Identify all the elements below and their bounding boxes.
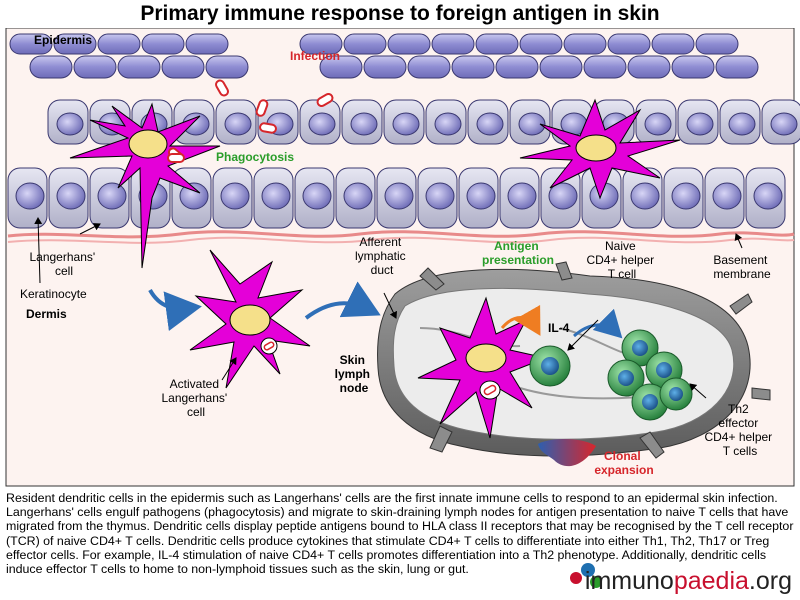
- langerhans-cell-epidermis-right: [519, 98, 681, 200]
- keratinocyte-nucleus: [425, 182, 455, 210]
- keratinocyte-nucleus: [671, 182, 701, 210]
- keratinocyte-nucleus: [476, 112, 504, 136]
- keratinocyte-nucleus: [507, 182, 537, 210]
- activated-langerhans-cell: [189, 249, 311, 389]
- keratinocyte-cell: [583, 55, 627, 79]
- keratinocyte-cell: [363, 55, 407, 79]
- th2-effector-cells: [607, 329, 693, 421]
- keratinocyte-nucleus: [308, 112, 336, 136]
- keratinocyte-nucleus: [261, 182, 291, 210]
- immunopaedia-logo-mark: [570, 563, 602, 588]
- keratinocyte-nucleus: [630, 182, 660, 210]
- keratinocyte-cell: [607, 33, 651, 55]
- keratinocyte-cell: [117, 55, 161, 79]
- keratinocyte-nucleus: [644, 112, 672, 136]
- keratinocyte-nucleus: [179, 182, 209, 210]
- keratinocyte-cell: [627, 55, 671, 79]
- keratinocyte-cell: [319, 55, 363, 79]
- caption-text: Resident dendritic cells in the epidermi…: [6, 491, 794, 577]
- differentiation-arrow: [573, 308, 623, 339]
- keratinocyte-cell: [205, 55, 249, 79]
- antigen-presentation-arrow: [500, 304, 541, 336]
- keratinocyte-cell: [299, 33, 343, 55]
- keratinocyte-cell: [651, 33, 695, 55]
- keratinocyte-nucleus: [434, 112, 462, 136]
- keratinocyte-nucleus: [220, 182, 250, 210]
- skin-lymph-node-label: Skin lymph node: [335, 353, 374, 395]
- keratinocyte-cell: [161, 55, 205, 79]
- keratinocyte-nucleus: [350, 112, 378, 136]
- keratinocyte-nucleus: [56, 112, 84, 136]
- dendritic-cell-lymph-node: [417, 296, 548, 439]
- keratinocyte-nucleus: [56, 182, 86, 210]
- keratinocyte-cell: [475, 33, 519, 55]
- keratinocyte-nucleus: [15, 182, 45, 210]
- keratinocyte-layers: [7, 33, 800, 229]
- keratinocyte-cell: [431, 33, 475, 55]
- keratinocyte-cell: [29, 55, 73, 79]
- langerhans-cell-epidermis: [69, 102, 221, 269]
- keratinocyte-cell: [387, 33, 431, 55]
- epidermis-label: Epidermis: [34, 33, 92, 47]
- keratinocyte-nucleus: [518, 112, 546, 136]
- blood-vessel: [538, 439, 596, 467]
- keratinocyte-cell: [519, 33, 563, 55]
- pathogens: [167, 79, 334, 163]
- keratinocyte-nucleus: [392, 112, 420, 136]
- naive-t-cell: [529, 345, 571, 387]
- keratinocyte-cell: [73, 55, 117, 79]
- th2-effector-label: Th2 effector CD4+ helper T cells: [704, 402, 775, 458]
- keratinocyte-nucleus: [753, 182, 783, 210]
- keratinocyte-cell: [141, 33, 185, 55]
- keratinocyte-cell: [563, 33, 607, 55]
- keratinocyte-cell: [53, 33, 97, 55]
- antigen-presentation-label: Antigen presentation: [482, 239, 554, 267]
- basement-membrane: [7, 230, 795, 239]
- keratinocyte-cell: [343, 33, 387, 55]
- keratinocyte-nucleus: [97, 182, 127, 210]
- keratinocyte-cell: [495, 55, 539, 79]
- keratinocyte-cell: [671, 55, 715, 79]
- page-title: Primary immune response to foreign antig…: [140, 2, 660, 25]
- keratinocyte-cell: [715, 55, 759, 79]
- keratinocyte-cell: [539, 55, 583, 79]
- afferent-duct-label: Afferent lymphatic duct: [355, 235, 409, 277]
- keratinocyte-nucleus: [466, 182, 496, 210]
- keratinocyte-nucleus: [224, 112, 252, 136]
- infection-label: Infection: [290, 49, 340, 63]
- dermis-label: Dermis: [26, 307, 67, 321]
- keratinocyte-cell: [451, 55, 495, 79]
- keratinocyte-nucleus: [770, 112, 798, 136]
- keratinocyte-label: Keratinocyte: [20, 287, 87, 301]
- keratinocyte-nucleus: [302, 182, 332, 210]
- keratinocyte-cell: [407, 55, 451, 79]
- keratinocyte-nucleus: [384, 182, 414, 210]
- immunopaedia-logo[interactable]: immunopaedia.org: [584, 567, 792, 595]
- naive-t-cell-label: Naive CD4+ helper T cell: [586, 239, 657, 281]
- keratinocyte-cell: [9, 33, 53, 55]
- phagocytosis-label: Phagocytosis: [216, 150, 294, 164]
- keratinocyte-cell: [97, 33, 141, 55]
- activated-langerhans-label: Activated Langerhans' cell: [161, 377, 230, 419]
- keratinocyte-nucleus: [712, 182, 742, 210]
- keratinocyte-cell: [185, 33, 229, 55]
- keratinocyte-nucleus: [548, 182, 578, 210]
- immune-response-diagram: Epidermis Infection Phagocytosis Langerh…: [5, 28, 800, 487]
- keratinocyte-cell: [695, 33, 739, 55]
- clonal-expansion-label: Clonal expansion: [594, 449, 653, 477]
- migration-arrow-2: [304, 281, 381, 320]
- langerhans-cell-label: Langerhans' cell: [29, 250, 98, 278]
- il4-label: IL-4: [548, 321, 570, 335]
- basement-membrane-label: Basement membrane: [713, 253, 771, 281]
- keratinocyte-nucleus: [686, 112, 714, 136]
- migration-arrow-1: [148, 288, 202, 331]
- keratinocyte-nucleus: [728, 112, 756, 136]
- keratinocyte-nucleus: [343, 182, 373, 210]
